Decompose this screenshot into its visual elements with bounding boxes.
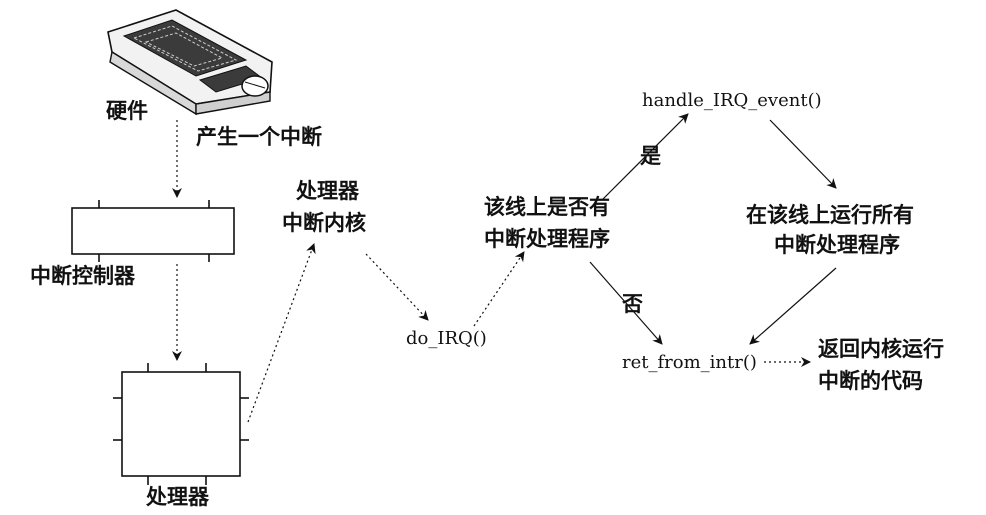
arrow-kernel-to-do-irq	[365, 253, 429, 321]
processor-label: 处理器	[145, 485, 210, 509]
arrow-do-irq-to-decision	[473, 251, 525, 327]
processor-kernel-label-line2: 中断内核	[282, 211, 366, 235]
return-kernel-label-line2: 中断的代码	[818, 369, 923, 393]
no-label: 否	[622, 292, 643, 316]
arrow-handle-to-run-all	[769, 119, 837, 189]
hardware-label: 硬件	[106, 99, 148, 123]
ret-from-intr-label: ret_from_intr()	[622, 352, 757, 373]
keyboard-mouse-icon	[107, 9, 273, 116]
arrow-processor-to-kernel	[247, 243, 316, 423]
run-all-label-line2: 中断处理程序	[774, 233, 900, 257]
decision-label-line2: 中断处理程序	[484, 227, 610, 251]
yes-label: 是	[640, 144, 661, 168]
interrupt-controller-label: 中断控制器	[30, 264, 136, 288]
run-all-label-line1: 在该线上运行所有	[746, 203, 914, 227]
arrow-run-all-to-ret	[749, 267, 837, 345]
handle-irq-event-label: handle_IRQ_event()	[642, 90, 822, 111]
arrow-decision-yes	[601, 113, 689, 201]
processor-kernel-label-line1: 处理器	[295, 179, 360, 203]
processor-chip	[113, 363, 249, 485]
return-kernel-label-line1: 返回内核运行	[818, 337, 944, 361]
generate-interrupt-label: 产生一个中断	[196, 125, 322, 149]
arrow-decision-no	[589, 261, 663, 345]
interrupt-controller-box	[71, 200, 235, 262]
do-irq-label: do_IRQ()	[406, 328, 487, 349]
decision-label-line1: 该线上是否有	[484, 195, 610, 219]
